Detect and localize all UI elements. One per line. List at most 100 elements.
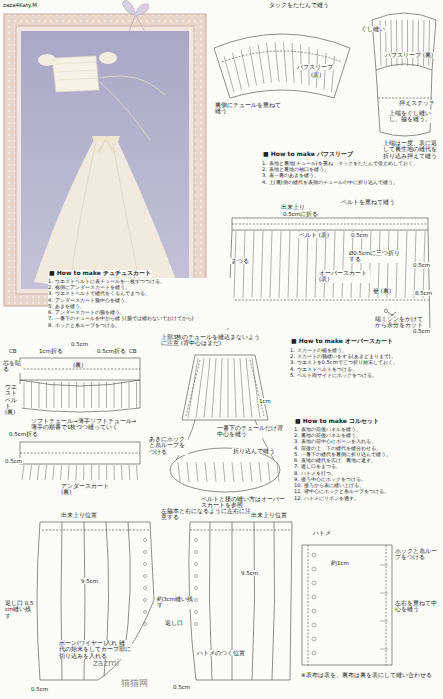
eyelet [144, 599, 147, 602]
gather-stroke [114, 382, 115, 408]
note-label: 0.5cm [4, 458, 23, 464]
gather-stroke [37, 465, 39, 480]
note-label: まつる [230, 258, 250, 264]
section-heading: ■ How to make オーバースカート [290, 338, 394, 345]
gather-stroke [333, 231, 335, 298]
gather-stroke [31, 382, 32, 408]
eyelet [144, 539, 147, 542]
gather-stroke [30, 465, 32, 480]
gather-stroke [54, 382, 55, 408]
gather-stroke [288, 231, 290, 298]
note-label: 0.5cm [30, 686, 49, 692]
eyelet [195, 599, 198, 602]
gather-stroke [53, 465, 54, 480]
gather-stroke [405, 231, 407, 298]
gather-stroke [380, 649, 388, 650]
gather-stroke [196, 462, 198, 482]
gather-stroke [407, 20, 408, 66]
note-label: パフスリーブ [296, 64, 334, 70]
gather-stroke [369, 231, 371, 298]
eyelet [144, 611, 147, 614]
note-label: 0.5cm [172, 684, 191, 690]
note-label: CB [128, 348, 138, 354]
gather-stroke [252, 231, 254, 298]
note-label: オーバースカート (表) [318, 270, 370, 283]
note-label: 一番下のチュールだけ背中心を縫う [216, 425, 284, 438]
gather-stroke [270, 231, 272, 298]
note-label: 9.5cm [80, 578, 99, 584]
gather-stroke [196, 358, 204, 418]
gather-stroke [224, 56, 234, 92]
gather-stroke [324, 53, 326, 90]
photo [4, 0, 206, 306]
note-label: ベルトを重ねて縫う [340, 199, 396, 205]
note-label: 出来上り位置 [60, 512, 98, 518]
gather-stroke [61, 382, 62, 408]
note-label: ボーン(ワイヤー)入れ 縫代の始末をしてカーブ部に切り込みを入れる [58, 640, 132, 659]
gather-stroke [233, 53, 242, 90]
gather-stroke [129, 465, 131, 480]
gather-stroke [240, 358, 244, 418]
eyelet [195, 587, 198, 590]
step-text: 4. 上(裏)側の縫代を表側のチュールの中に折り込んで縫う。 [262, 179, 440, 185]
gather-stroke [45, 465, 46, 480]
note-label: 返し口 0.5cm縫い残す [4, 600, 36, 619]
watermark: 猫猫网 [120, 678, 149, 688]
watermark: zazmi [92, 658, 120, 668]
gather-stroke [315, 231, 317, 298]
gather-stroke [241, 49, 249, 87]
gather-stroke [106, 465, 107, 480]
gather-stroke [391, 20, 393, 66]
eyelet [144, 587, 147, 590]
note-label: 押えステッチ [398, 100, 436, 106]
note-label: CB [8, 348, 18, 354]
gather-stroke [342, 231, 344, 298]
gather-stroke [205, 462, 207, 482]
eyelet [195, 575, 198, 578]
gather-stroke [212, 358, 216, 418]
gather-stroke [250, 47, 257, 86]
note-label: zaza4Katy.M [2, 2, 38, 8]
gather-stroke [228, 358, 229, 418]
gather-stroke [297, 231, 299, 298]
eyelet [144, 551, 147, 554]
section-heading: ■ How to make パフスリーブ [262, 151, 354, 158]
gather-stroke [68, 465, 70, 480]
gather-stroke [106, 382, 107, 408]
note-label: ぐし縫い [360, 26, 386, 32]
gather-stroke [241, 462, 243, 482]
gather-stroke [178, 462, 180, 482]
eyelet [195, 623, 198, 626]
note-label: 芯を貼る [2, 360, 22, 373]
note-label: 0.5cm [350, 232, 369, 238]
note-label: 左右を重ねて中心を縫う [394, 600, 440, 613]
gather-stroke [136, 382, 137, 408]
note-label: 折り込んで縫う [232, 448, 276, 454]
gather-stroke [402, 20, 403, 66]
eyelet [144, 575, 147, 578]
gather-stroke [258, 44, 264, 83]
gather-stroke [84, 382, 85, 408]
eyelet [312, 637, 316, 641]
gather-stroke [418, 20, 419, 66]
gather-stroke [243, 231, 245, 298]
note-label: 上端は一度、表に返して裏生地の縫代を折り込み押えて縫う [382, 140, 440, 159]
gather-stroke [83, 465, 84, 480]
gather-stroke [246, 358, 252, 418]
note-label: パフスリーブ (裏) [384, 52, 434, 58]
note-label: ベルトと腰の縫い方はオーバースカートを参照 [200, 496, 287, 509]
gather-stroke [223, 462, 225, 482]
eyelet [312, 595, 316, 599]
note-label: ウエストベルト (裏) [4, 384, 22, 416]
gather-stroke [277, 462, 279, 482]
note-label: タックをたたんで縫う [268, 2, 330, 8]
note-label: 1cm [258, 398, 272, 404]
gather-stroke [75, 465, 77, 480]
gather-stroke [259, 462, 261, 482]
note-label: 上部3枚のチュールを縫込まないように注意 (背中心はまだ) [160, 334, 262, 347]
note-label: ハトメのつく位置 [196, 650, 246, 656]
note-label: ハトメ [312, 530, 332, 536]
gather-stroke [261, 231, 263, 298]
gather-stroke [275, 42, 279, 82]
gather-stroke [91, 465, 92, 480]
